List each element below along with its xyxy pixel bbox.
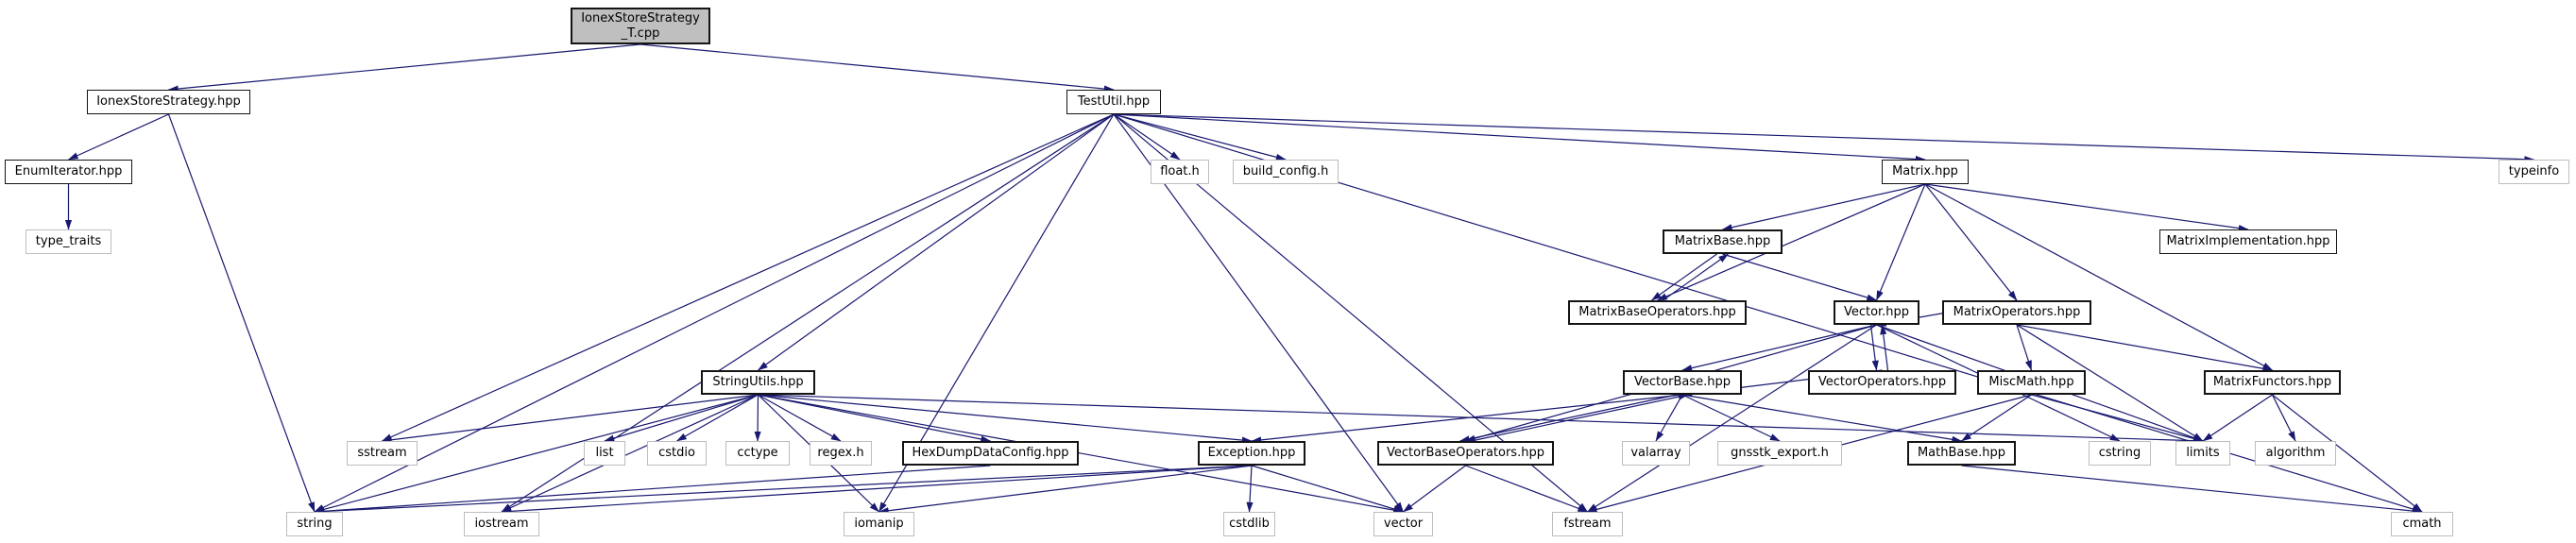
include-edge-strutils-iostream [501,394,759,513]
include-edge-mathbase-cmath [1961,465,2423,515]
include-edge-matrixbase-mbops [1651,253,1717,301]
include-edge-matrix-matfunc [1924,183,2274,371]
include-edge-matrixbase-vectorhpp [1722,253,1878,301]
include-edge-exception-iostream [501,465,1253,515]
include-edge-vectorhpp-vecops [1869,324,1879,371]
include-edge-vbops-vecbase [1471,393,1689,442]
graph-node-vbops[interactable]: VectorBaseOperators.hpp [1377,441,1554,466]
include-edge-vecbase-valarray [1655,394,1683,442]
graph-node-buildcfg: build_config.h [1233,160,1339,184]
graph-node-valarray: valarray [1622,441,1690,466]
graph-node-sstream: sstream [347,441,418,466]
graph-node-matfunc[interactable]: MatrixFunctors.hpp [2204,370,2341,395]
include-edge-testutil-stringh [314,113,1115,513]
include-edge-matrixops-limits [2016,324,2204,442]
include-edge-matfunc-cmath [2272,394,2423,513]
include-edge-vecbase-vbops [1459,394,1678,443]
include-edge-testutil-buildcfg [1113,113,1287,161]
include-edge-matrix-matrixbase [1721,183,1926,231]
include-edge-vecbase-mathbase [1681,394,1963,443]
include-edge-hexdump-stringh [314,465,991,515]
graph-node-cstdio: cstdio [647,441,707,466]
include-edge-strutils-limits [758,394,2204,445]
include-edge-strutils-list [604,394,759,442]
graph-node-fstream: fstream [1552,512,1623,536]
graph-node-miscmath[interactable]: MiscMath.hpp [1977,370,2086,395]
graph-node-testutil[interactable]: TestUtil.hpp [1066,90,1161,114]
graph-node-matrix[interactable]: Matrix.hpp [1882,160,1969,184]
graph-node-cctype: cctype [725,441,790,466]
include-edge-vectorhpp-vecbase [1681,324,1877,372]
graph-node-exception[interactable]: Exception.hpp [1198,441,1305,466]
graph-node-matriximpl[interactable]: MatrixImplementation.hpp [2159,229,2337,254]
graph-node-vecops[interactable]: VectorOperators.hpp [1808,370,1956,395]
include-edge-strutils-exception [758,394,1253,444]
graph-node-floath: float.h [1151,160,1209,184]
graph-node-matrixops[interactable]: MatrixOperators.hpp [1942,300,2091,325]
graph-node-gexport: gnsstk_export.h [1717,441,1842,466]
include-edge-matrixops-matfunc [2016,324,2274,372]
include-edge-testutil-matrix [1113,113,1926,163]
include-edge-strutils-cctype [754,394,761,442]
graph-node-limits: limits [2175,441,2230,466]
graph-node-vectorh: vector [1373,512,1433,536]
include-edge-exception-cstdlib [1246,465,1254,513]
include-edge-strutils-stringh [314,394,759,513]
include-edge-matfunc-limits [2202,394,2273,442]
include-edge-testutil-typeinfo [1113,113,2535,163]
include-edge-vbops-fstream [1465,465,1589,513]
graph-node-vectorhpp[interactable]: Vector.hpp [1834,300,1919,325]
include-edge-testutil-strutils [758,113,1115,371]
include-edge-strutils-cstdio [675,394,759,442]
graph-node-hexdump[interactable]: HexDumpDataConfig.hpp [902,441,1079,466]
graph-node-tcpp: IonexStoreStrategy _T.cpp [571,8,710,44]
include-edge-strutils-hexdump [758,394,992,443]
include-edge-vecops-vectorhpp [1880,324,1889,371]
include-edge-matrix-vectorhpp [1875,183,1926,301]
graph-node-vecbase[interactable]: VectorBase.hpp [1623,370,1742,395]
graph-node-mbops[interactable]: MatrixBaseOperators.hpp [1568,300,1747,325]
include-edge-matrix-matriximpl [1924,183,2249,232]
graph-node-enumiter[interactable]: EnumIterator.hpp [5,160,132,184]
graph-node-typeinfo: typeinfo [2499,160,2569,184]
include-edge-exception-vectorh [1251,465,1405,513]
graph-node-stringh: string [286,512,343,536]
graph-node-strutils[interactable]: StringUtils.hpp [701,370,815,395]
include-edge-testutil-floath [1113,113,1181,161]
include-edge-matrix-mbops [1656,183,1926,301]
include-edge-tcpp-testutil [640,43,1115,93]
include-edge-matfunc-algorithm [2271,394,2296,442]
include-edge-vbops-vectorh [1403,465,1466,513]
graph-node-list: list [584,441,625,466]
include-edge-strutils-regexh [758,394,842,442]
include-edge-matrixops-miscmath [2016,324,2033,371]
include-edge-mbops-matrixbase [1663,253,1729,301]
include-edge-exception-iomanip [878,465,1253,515]
graph-node-cmath: cmath [2391,512,2453,536]
include-edge-matrix-matrixops [1924,183,2018,301]
graph-node-regexh: regex.h [810,441,872,466]
graph-node-iomanip: iomanip [844,512,914,536]
graph-node-algorithm: algorithm [2255,441,2336,466]
graph-node-cstdlib: cstdlib [1223,512,1275,536]
include-edge-strutils-vectorh [758,394,1405,514]
graph-node-typetraits: type_traits [26,229,111,254]
include-edge-ionexhpp-enumiter [67,113,169,161]
graph-node-ionexhpp[interactable]: IonexStoreStrategy.hpp [87,90,250,114]
include-edge-miscmath-limits [2031,394,2204,442]
include-edge-ionexhpp-stringh [167,113,316,513]
include-edge-tcpp-ionexhpp [167,43,641,93]
graph-node-mathbase[interactable]: MathBase.hpp [1907,441,2016,466]
graph-node-cstring: cstring [2089,441,2151,466]
graph-node-iostream: iostream [464,512,539,536]
include-edge-vecbase-gexport [1681,394,1781,442]
include-edge-strutils-sstream [381,394,759,444]
graph-node-matrixbase[interactable]: MatrixBase.hpp [1663,229,1783,254]
include-edge-testutil-sstream [381,113,1115,442]
include-edge-exception-stringh [314,465,1253,516]
